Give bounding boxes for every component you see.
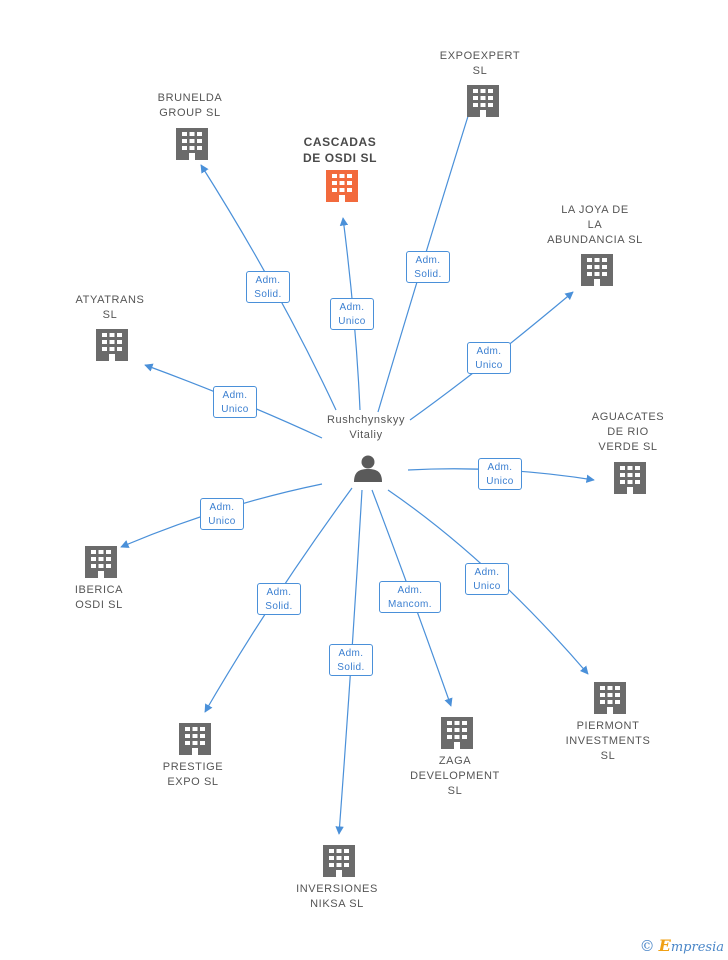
building-icon-expoexpert[interactable] [467,85,499,117]
brand-name: mpresia [670,940,724,955]
company-label-cascadas[interactable]: CASCADAS DE OSDI SL [302,135,377,165]
role-label-zaga: Adm. Mancom. [379,581,441,613]
role-label-cascadas: Adm. Unico [330,298,374,330]
brand-footer: ©Empresia [640,936,724,956]
role-label-atyatrans: Adm. Unico [213,386,257,418]
building-icon-iberica[interactable] [85,546,117,578]
company-label-zaga[interactable]: ZAGA DEVELOPMENT SL [410,755,500,797]
company-label-aguacates[interactable]: AGUACATES DE RIO VERDE SL [591,411,665,453]
building-icon-piermont[interactable] [594,682,626,714]
building-icon-atyatrans[interactable] [96,329,128,361]
person-name: Rushchynskyy Vitaliy [326,414,406,441]
role-label-piermont: Adm. Unico [465,563,509,595]
building-icon-prestige[interactable] [179,723,211,755]
company-label-expoexpert[interactable]: EXPOEXPERT SL [439,50,521,77]
company-label-inversiones[interactable]: INVERSIONES NIKSA SL [296,883,378,910]
role-label-aguacates: Adm. Unico [478,458,522,490]
person-icon[interactable] [354,455,382,483]
building-icon-cascadas[interactable] [326,170,358,202]
company-label-piermont[interactable]: PIERMONT INVESTMENTS SL [565,720,651,762]
company-label-atyatrans[interactable]: ATYATRANS SL [75,294,145,321]
role-label-inversiones: Adm. Solid. [329,644,373,676]
company-label-brunelda[interactable]: BRUNELDA GROUP SL [157,92,223,119]
building-icon-inversiones[interactable] [323,845,355,877]
role-label-brunelda: Adm. Solid. [246,271,290,303]
building-icon-lajoya[interactable] [581,254,613,286]
building-icon-aguacates[interactable] [614,462,646,494]
company-label-iberica[interactable]: IBERICA OSDI SL [74,584,124,611]
role-label-lajoya: Adm. Unico [467,342,511,374]
building-icon-zaga[interactable] [441,717,473,749]
building-icon-brunelda[interactable] [176,128,208,160]
role-label-prestige: Adm. Solid. [257,583,301,615]
copyright-symbol: © [639,937,655,955]
role-label-iberica: Adm. Unico [200,498,244,530]
role-label-expoexpert: Adm. Solid. [406,251,450,283]
company-label-prestige[interactable]: PRESTIGE EXPO SL [162,761,224,788]
company-label-lajoya[interactable]: LA JOYA DE LA ABUNDANCIA SL [547,204,643,246]
brand-initial: E [658,936,671,955]
